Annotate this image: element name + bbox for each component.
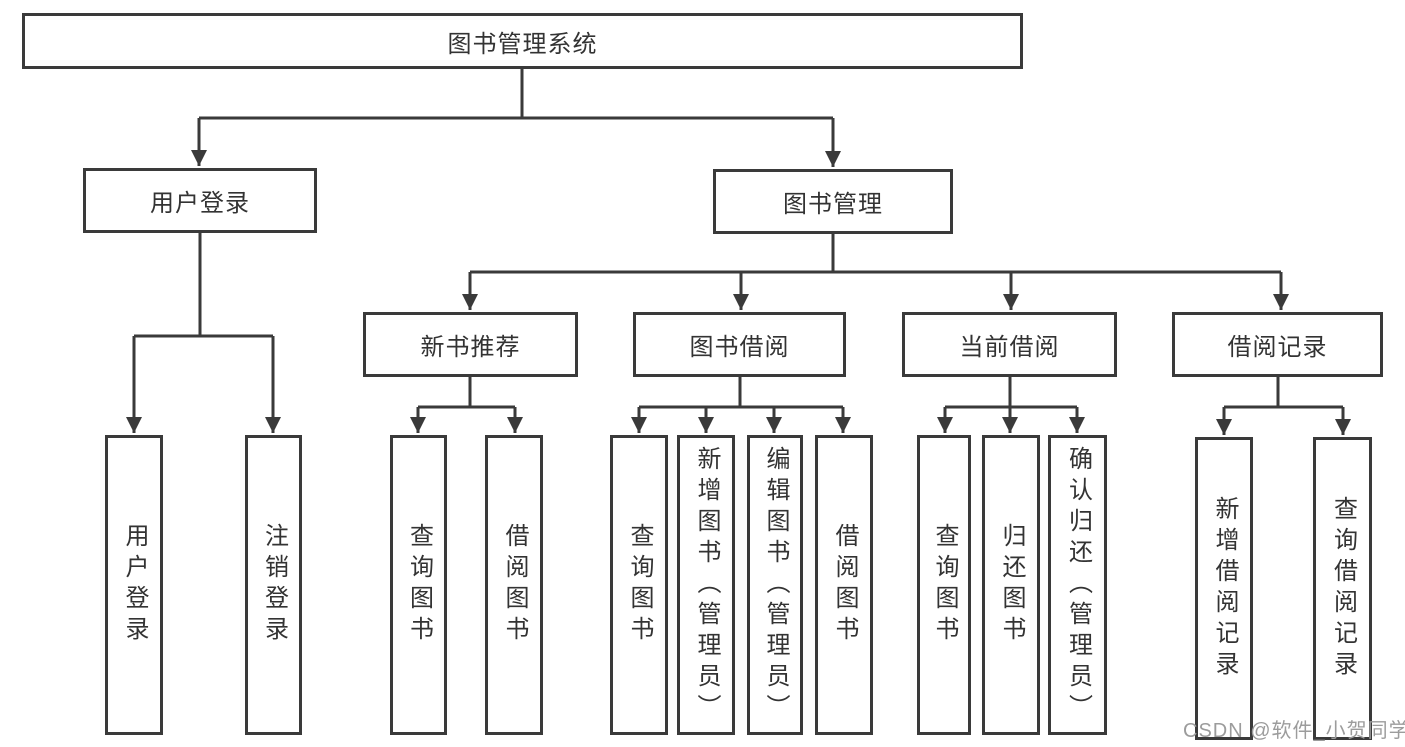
node-leaf-user-login-label: 用户登录 — [121, 523, 148, 647]
node-root: 图书管理系统 — [22, 13, 1023, 69]
node-leaf-borrow-books-1-label: 借阅图书 — [501, 523, 528, 647]
node-leaf-return-book-label: 归还图书 — [998, 523, 1025, 647]
node-leaf-query-books-2-label: 查询图书 — [626, 523, 653, 647]
node-leaf-add-book-admin-label: 新增图书（管理员） — [693, 445, 720, 725]
edge-current-borrow-trunk — [945, 377, 1077, 409]
node-leaf-logout: 注销登录 — [245, 435, 302, 735]
node-user-login-label: 用户登录 — [150, 190, 250, 217]
node-current-borrow-label: 当前借阅 — [959, 334, 1060, 361]
node-leaf-query-borrow-record-label: 查询借阅记录 — [1329, 495, 1357, 682]
node-leaf-confirm-return-admin-label: 确认归还（管理员） — [1064, 445, 1092, 725]
node-leaf-confirm-return-admin: 确认归还（管理员） — [1048, 435, 1107, 735]
edge-new-book-recommend-trunk — [418, 377, 515, 409]
node-borrow-records: 借阅记录 — [1172, 312, 1383, 377]
node-current-borrow: 当前借阅 — [902, 312, 1117, 377]
node-leaf-add-borrow-record-label: 新增借阅记录 — [1211, 495, 1238, 682]
csdn-watermark: CSDN @软件_小贺同学 — [1183, 720, 1405, 742]
node-leaf-add-borrow-record: 新增借阅记录 — [1195, 437, 1253, 740]
node-book-borrow-label: 图书借阅 — [689, 334, 790, 361]
node-leaf-query-books-3: 查询图书 — [917, 435, 971, 735]
node-user-login: 用户登录 — [83, 168, 317, 233]
edge-book-management-trunk — [470, 234, 1281, 274]
node-book-management-label: 图书管理 — [783, 191, 883, 218]
node-new-book-recommend-label: 新书推荐 — [420, 334, 521, 361]
edge-user-login-trunk — [134, 233, 273, 338]
node-book-management: 图书管理 — [713, 169, 953, 234]
node-leaf-borrow-books-1: 借阅图书 — [485, 435, 543, 735]
node-leaf-query-books-1: 查询图书 — [390, 435, 447, 735]
node-leaf-query-borrow-record: 查询借阅记录 — [1313, 437, 1372, 740]
node-leaf-query-books-1-label: 查询图书 — [405, 523, 433, 647]
node-leaf-query-books-2: 查询图书 — [610, 435, 668, 735]
edge-borrow-records-trunk — [1224, 377, 1343, 409]
node-leaf-user-login: 用户登录 — [105, 435, 163, 735]
node-leaf-query-books-3-label: 查询图书 — [931, 523, 958, 647]
node-leaf-borrow-books-2: 借阅图书 — [815, 435, 873, 735]
node-leaf-add-book-admin: 新增图书（管理员） — [677, 435, 735, 735]
node-new-book-recommend: 新书推荐 — [363, 312, 578, 377]
node-leaf-edit-book-admin-label: 编辑图书（管理员） — [762, 445, 789, 725]
node-borrow-records-label: 借阅记录 — [1227, 334, 1328, 361]
node-book-borrow: 图书借阅 — [633, 312, 846, 377]
edge-book-borrow-trunk — [639, 377, 843, 409]
edge-root-trunk — [199, 69, 833, 120]
node-leaf-logout-label: 注销登录 — [260, 523, 288, 647]
node-leaf-return-book: 归还图书 — [982, 435, 1040, 735]
node-leaf-edit-book-admin: 编辑图书（管理员） — [747, 435, 803, 735]
node-root-label: 图书管理系统 — [447, 30, 598, 58]
node-leaf-borrow-books-2-label: 借阅图书 — [831, 523, 858, 647]
